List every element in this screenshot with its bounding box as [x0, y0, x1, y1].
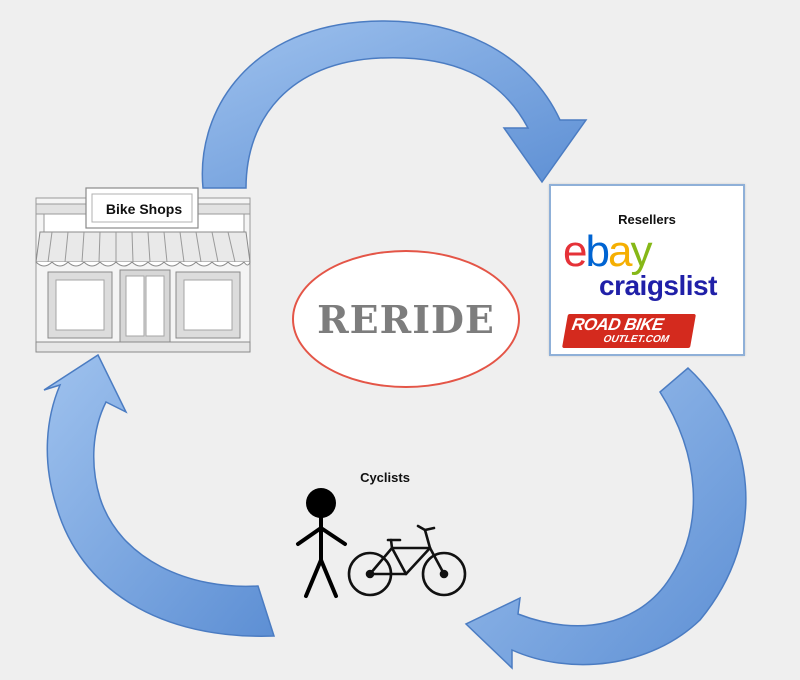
ebay-letter-b: b [585, 227, 610, 276]
resellers-title: Resellers [618, 212, 676, 227]
ebay-letter-a: a [607, 227, 633, 276]
bike-shop-icon [35, 187, 251, 353]
stick-figure-icon [296, 488, 347, 598]
arrow-shops-to-resellers [201, 20, 588, 189]
bike-shops-label: Bike Shops [106, 201, 182, 217]
ebay-letter-y: y [630, 227, 652, 276]
bicycle-icon [347, 524, 467, 597]
resellers-box: Resellers ebay craigslist ROAD BIKE OUTL… [549, 184, 745, 356]
arrow-resellers-to-cyclists [464, 366, 747, 670]
cyclists-label: Cyclists [360, 470, 410, 485]
arrow-cyclists-to-shops [43, 353, 276, 637]
roadbike-outlet-logo: ROAD BIKE OUTLET.COM [562, 314, 696, 348]
ebay-logo: ebay [563, 227, 652, 276]
reride-brand-text: RERIDE [317, 296, 495, 342]
ebay-letter-e: e [563, 227, 588, 276]
craigslist-logo: craigslist [599, 270, 717, 301]
roadbike-logo-subtext: OUTLET.COM [602, 334, 670, 345]
reride-brand-ellipse: RERIDE [292, 250, 520, 388]
roadbike-logo-text: ROAD BIKE [570, 315, 665, 334]
